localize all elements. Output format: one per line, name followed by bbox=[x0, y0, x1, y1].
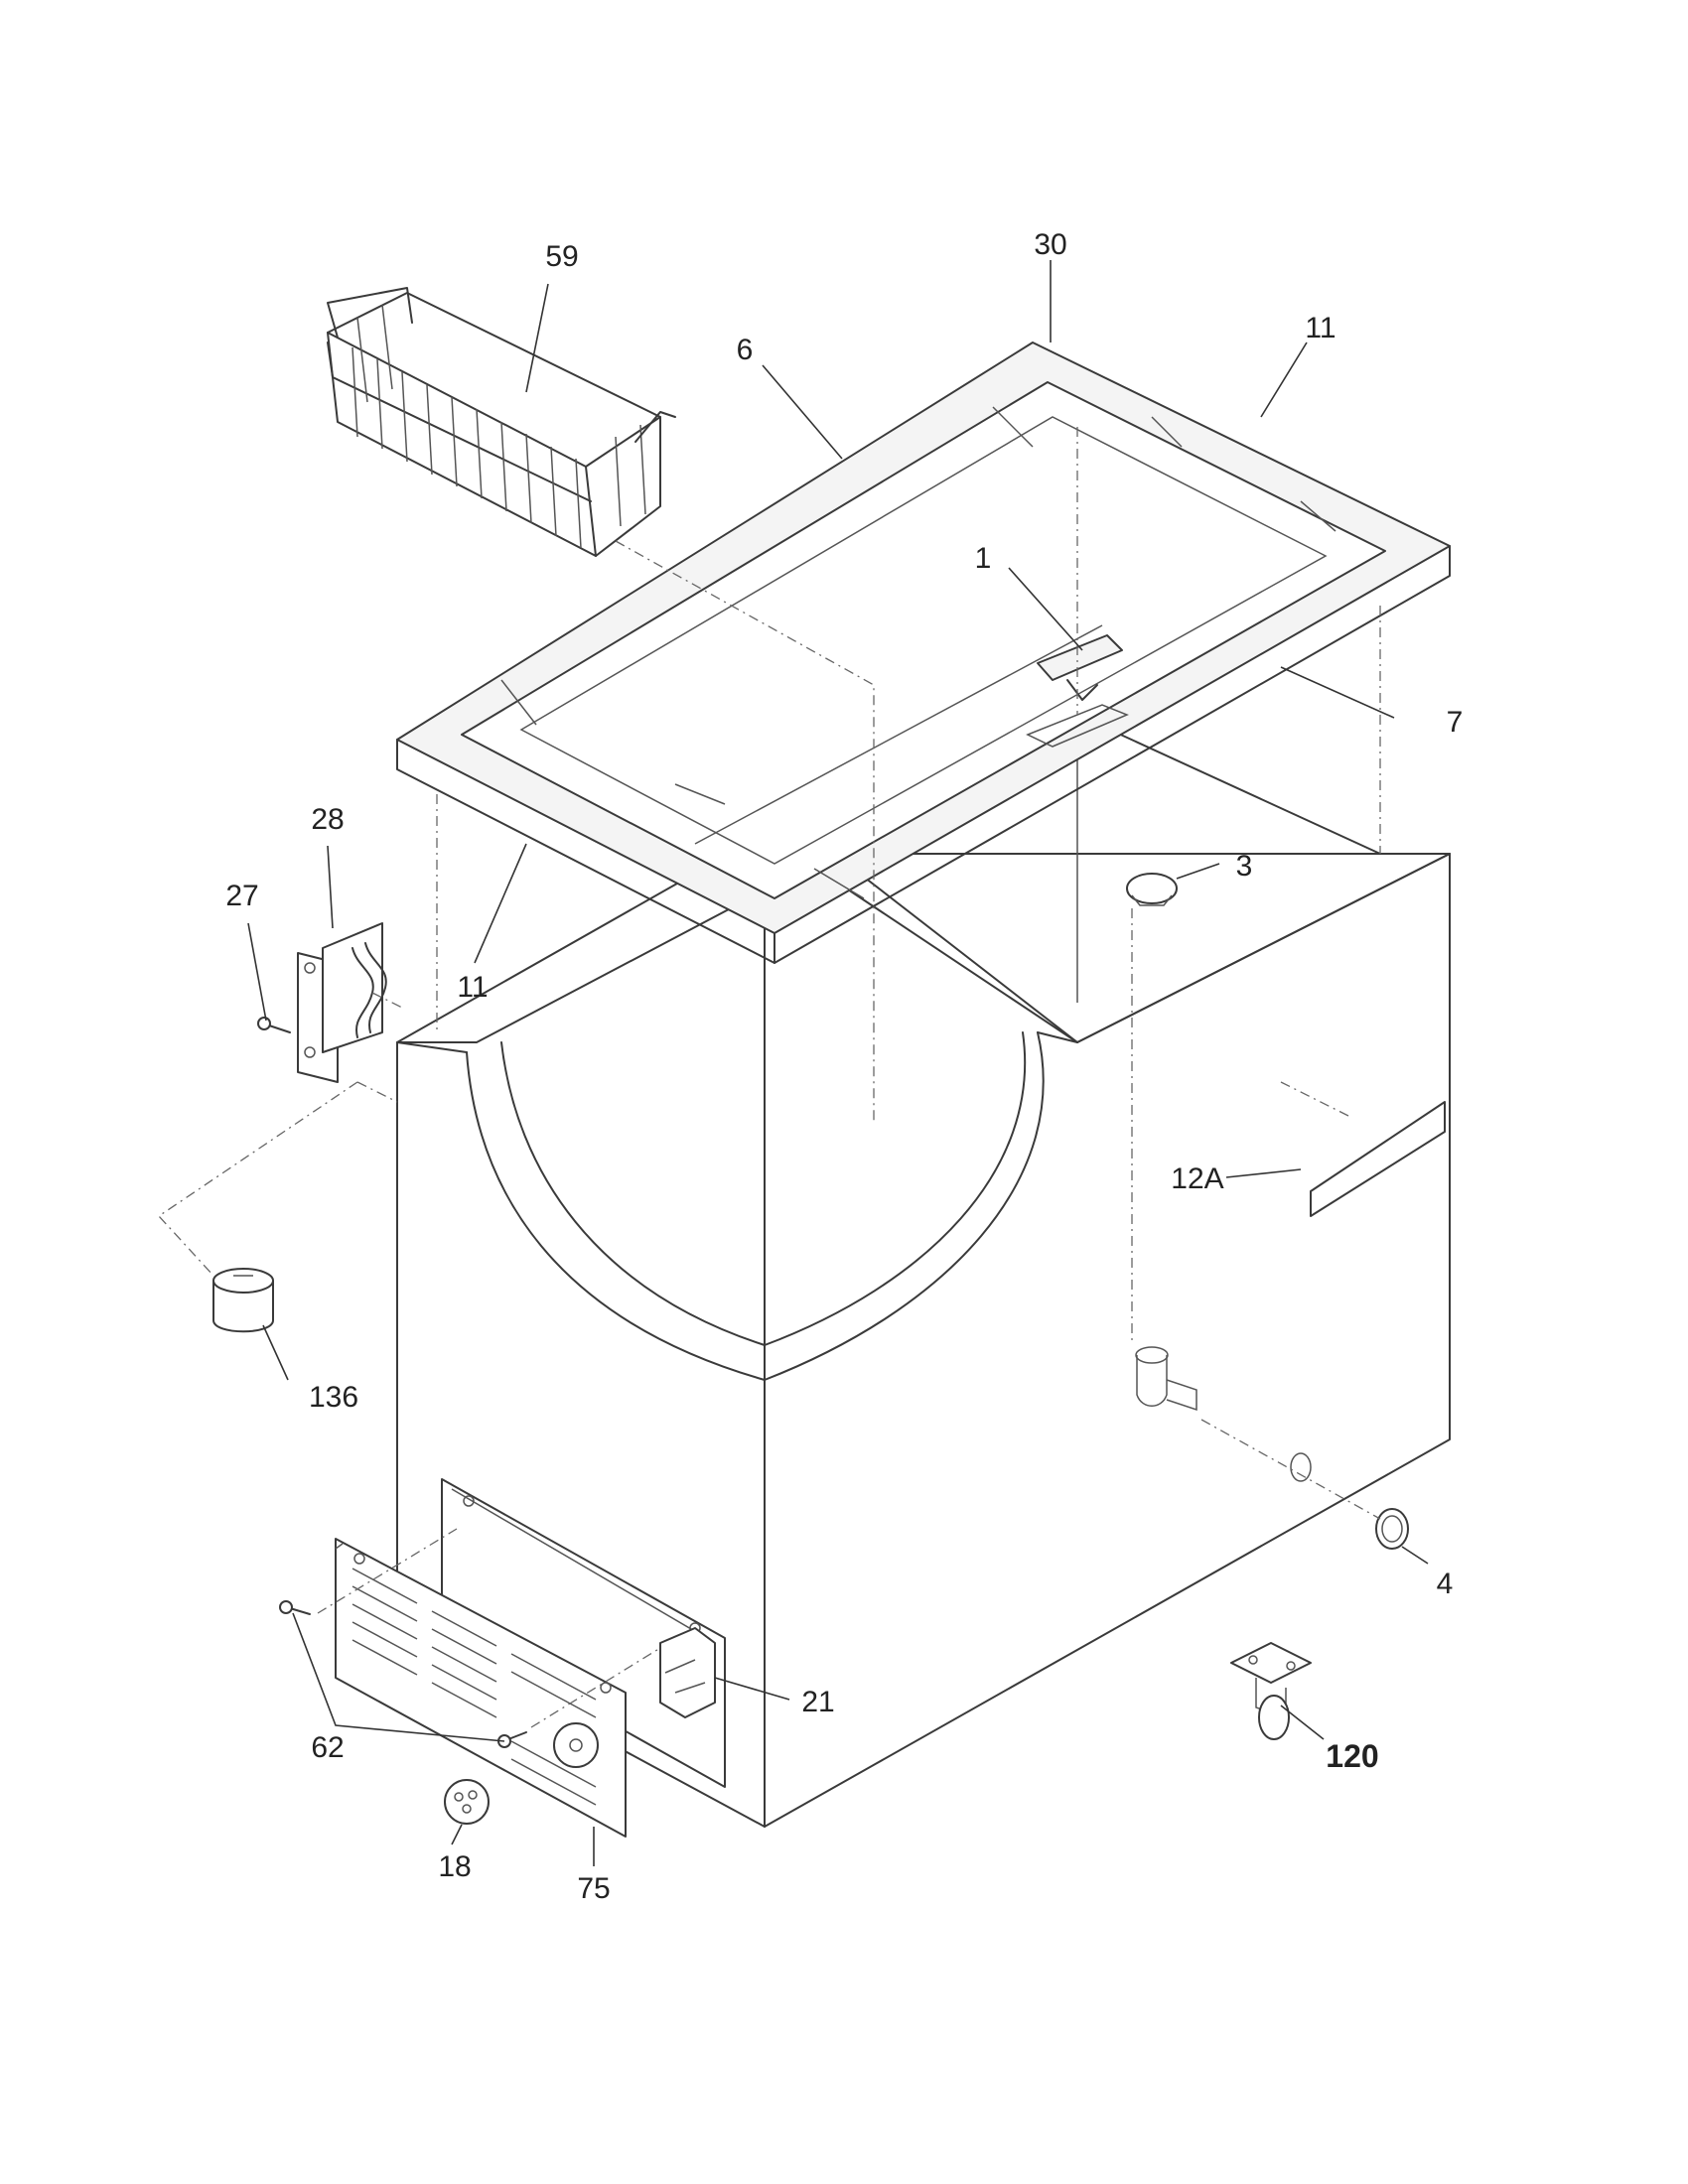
label-6: 6 bbox=[737, 334, 754, 366]
lid-lock-icon bbox=[1037, 634, 1123, 701]
label-59: 59 bbox=[545, 240, 578, 273]
label-75: 75 bbox=[577, 1872, 610, 1905]
grille-slots bbox=[352, 1568, 597, 1806]
label-12A: 12A bbox=[1171, 1162, 1223, 1195]
label-62: 62 bbox=[311, 1731, 344, 1764]
label-3: 3 bbox=[1236, 850, 1253, 883]
part-labels: 59 30 11 6 1 7 28 27 11 3 12A 136 4 21 6… bbox=[225, 228, 1463, 1905]
label-120: 120 bbox=[1326, 1738, 1378, 1774]
label-27: 27 bbox=[225, 880, 258, 912]
drain-tube bbox=[1135, 1346, 1197, 1412]
grille-knob bbox=[444, 1779, 490, 1825]
lid-hinge bbox=[297, 922, 387, 1083]
cabinet-body bbox=[396, 714, 1451, 1828]
label-18: 18 bbox=[438, 1850, 471, 1883]
label-28: 28 bbox=[311, 803, 344, 836]
label-136: 136 bbox=[309, 1381, 358, 1414]
label-1: 1 bbox=[975, 542, 992, 575]
label-11-bottom: 11 bbox=[457, 971, 488, 1004]
alignment-lines bbox=[158, 427, 1381, 1728]
front-grille bbox=[335, 1538, 627, 1838]
serial-label bbox=[1310, 1101, 1446, 1217]
drain-plug bbox=[1375, 1508, 1409, 1550]
label-4: 4 bbox=[1437, 1568, 1454, 1600]
hinge-screw bbox=[257, 1017, 291, 1033]
lid-frame bbox=[396, 341, 1451, 964]
plug-button bbox=[1126, 873, 1178, 906]
wire-basket bbox=[327, 287, 676, 557]
leader-lines bbox=[247, 260, 1429, 1866]
caster-wheel bbox=[1230, 1642, 1312, 1740]
hinge-cover bbox=[212, 1268, 274, 1333]
electrical-switch bbox=[659, 1627, 716, 1718]
label-7: 7 bbox=[1447, 706, 1464, 739]
label-11-top: 11 bbox=[1305, 312, 1336, 344]
label-30: 30 bbox=[1034, 228, 1066, 261]
drain-hole bbox=[1290, 1452, 1312, 1482]
grille-screw-left bbox=[279, 1600, 311, 1615]
label-21: 21 bbox=[801, 1686, 834, 1718]
